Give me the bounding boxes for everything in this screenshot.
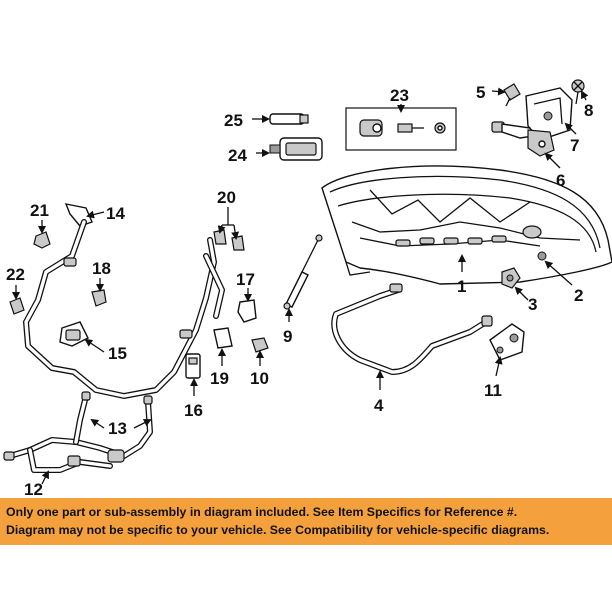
callout-17: 17 (236, 270, 255, 289)
disclaimer-line-2: Diagram may not be specific to your vehi… (6, 523, 550, 537)
release-cable-part (331, 283, 493, 375)
connector-part-19 (213, 327, 233, 349)
callout-11: 11 (484, 381, 502, 400)
callout-15: 15 (108, 344, 127, 363)
callout-25: 25 (224, 111, 243, 130)
lamp-bulb-part (269, 113, 309, 125)
clip-pair-part (213, 229, 245, 251)
callout-21: 21 (30, 201, 49, 220)
latch-part (489, 323, 525, 361)
callout-6: 6 (556, 171, 565, 190)
screw-part (571, 79, 585, 105)
callout-2: 2 (574, 286, 583, 305)
clip-part-22 (9, 297, 25, 315)
callout-16: 16 (184, 401, 203, 420)
callout-13: 13 (108, 419, 127, 438)
callout-4: 4 (374, 396, 384, 415)
callout-14: 14 (106, 204, 125, 223)
bolt-part (503, 83, 521, 107)
callout-10: 10 (250, 369, 269, 388)
disclaimer-line-1: Only one part or sub-assembly in diagram… (6, 505, 518, 519)
bulb-socket-part (251, 337, 269, 353)
callout-3: 3 (528, 295, 537, 314)
callout-20: 20 (217, 188, 236, 207)
lower-harness-part (3, 391, 153, 473)
switch-part (185, 353, 201, 379)
callout-12: 12 (24, 480, 43, 499)
callout-9: 9 (283, 327, 292, 346)
deck-lid-part (321, 165, 612, 285)
callout-19: 19 (210, 369, 229, 388)
parts-diagram: 2 1 3 4 11 9 23 (3, 79, 612, 499)
callout-18: 18 (92, 259, 111, 278)
callout-1: 1 (457, 277, 466, 296)
callout-22: 22 (6, 265, 25, 284)
bumper-stop-part (501, 267, 521, 289)
harness-connector-part (64, 203, 93, 227)
hinge-part (491, 121, 555, 157)
disclaimer-banner: Only one part or sub-assembly in diagram… (0, 498, 612, 545)
callout-7: 7 (570, 136, 579, 155)
lock-cylinder-kit-part (345, 107, 457, 151)
callout-24: 24 (228, 146, 247, 165)
callout-5: 5 (476, 83, 485, 102)
clip-part-21 (33, 231, 51, 249)
bracket-clip-part (237, 299, 257, 323)
callout-23: 23 (390, 86, 409, 105)
connector-part-15 (59, 321, 89, 347)
wiring-harness-part (23, 219, 225, 399)
lift-support-part (283, 234, 323, 310)
callout-8: 8 (584, 101, 593, 120)
push-pin-part (91, 289, 107, 307)
license-lamp-part (269, 137, 323, 161)
